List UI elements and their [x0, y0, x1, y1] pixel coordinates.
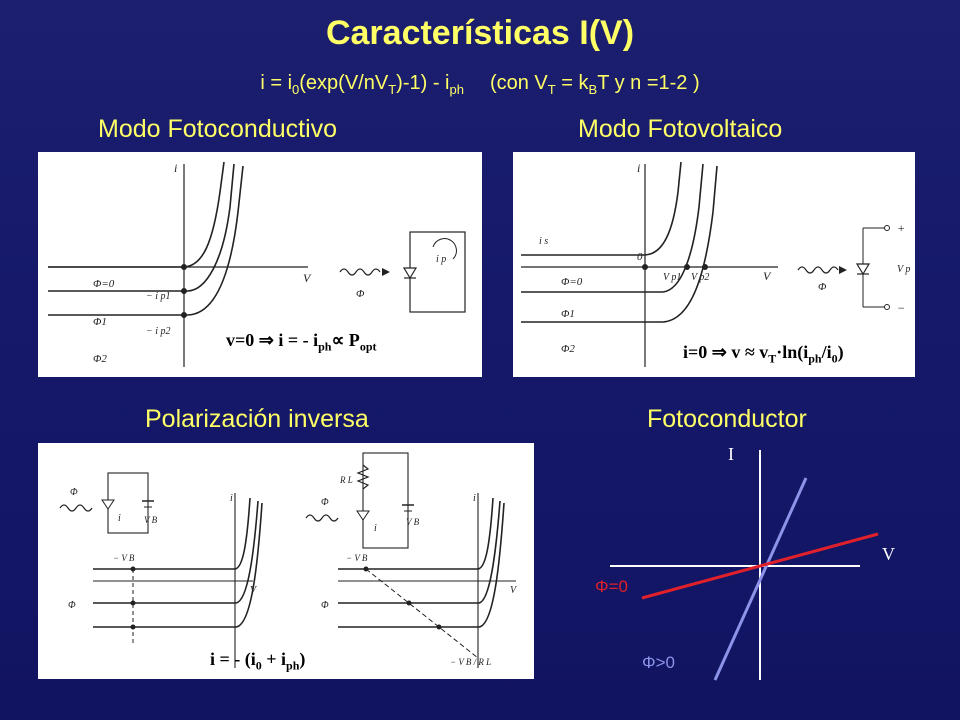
vb-label-right: V B — [406, 517, 420, 527]
phi0-label: Φ=0 — [595, 577, 628, 596]
curve-phi2 — [48, 165, 244, 316]
axis-v-left: V — [250, 585, 258, 596]
iv-formula: i = i0(exp(V/nVT)-1) - iph(con VT = kBT … — [260, 72, 700, 97]
dot-ip1 — [181, 288, 187, 294]
light-wave-icon — [339, 268, 381, 276]
label-modo-fotoconductivo: Modo Fotoconductivo — [98, 115, 338, 143]
phi-label-right: Φ — [321, 497, 329, 508]
plus-label: + — [897, 221, 905, 235]
label-polarizacion-inversa: Polarización inversa — [145, 405, 369, 433]
minus-vb-left: − V B — [113, 553, 135, 563]
axis-i-label: i — [637, 161, 640, 175]
panel-fotovoltaico: i V i s 0 Φ=0 Φ1 Φ2 V p1 V p2 Φ + V p − … — [513, 152, 915, 377]
light-wave-icon — [797, 266, 839, 274]
label-fotoconductor: Fotoconductor — [647, 405, 807, 433]
light-wave-icon — [305, 514, 339, 522]
phi-label: Φ — [356, 288, 365, 300]
phi1-label: Φ1 — [561, 308, 575, 320]
phi1-label: Φ1 — [93, 316, 107, 328]
arrow-icon — [839, 266, 847, 274]
curve-phi0 — [48, 161, 225, 268]
line-phi0 — [641, 532, 879, 600]
is-label: i s — [539, 236, 548, 247]
ip-label: i p — [436, 254, 446, 265]
fotoconductivo-diagram: i V Φ=0 Φ1 Φ2 − i p1 − i p2 Φ i p — [48, 161, 466, 367]
panel-fotoconductivo: i V Φ=0 Φ1 Φ2 − i p1 − i p2 Φ i p v=0 ⇒ … — [38, 152, 482, 377]
current-arrow-icon — [432, 238, 457, 260]
equation-polarizacion: i = - (i0 + iph) — [210, 649, 306, 673]
phi-pos-label: Φ>0 — [642, 653, 675, 672]
curve-phi2 — [521, 165, 718, 323]
vb-label-left: V B — [144, 515, 158, 525]
phi-label-graph-left: Φ — [68, 600, 76, 611]
axis-i-label: I — [728, 444, 734, 464]
fotoconductor-graph: I V Φ=0 Φ>0 — [595, 444, 895, 681]
axis-v-right: V — [510, 585, 518, 596]
rl-label: R L — [339, 475, 353, 485]
line-phi-pos — [713, 477, 808, 681]
dot-origin — [181, 264, 187, 270]
curve-phi0 — [521, 161, 682, 256]
axis-v-label: V — [303, 271, 312, 285]
phi-label: Φ — [818, 281, 827, 293]
resistor-icon — [356, 464, 370, 490]
phi0-label: Φ=0 — [561, 276, 583, 288]
phi-label-graph-right: Φ — [321, 600, 329, 611]
diode-icon — [855, 263, 871, 276]
phi-label-left: Φ — [70, 487, 78, 498]
vb-rl-label: − V B / R L — [450, 657, 491, 667]
curve-phi1 — [48, 163, 235, 292]
minus-label: − — [897, 301, 905, 315]
ip2-label: − i p2 — [146, 326, 171, 337]
diode-icon — [402, 267, 418, 280]
equation-fotoconductivo: v=0 ⇒ i = - iph∝ Popt — [226, 330, 377, 354]
fotovoltaico-diagram: i V i s 0 Φ=0 Φ1 Φ2 V p1 V p2 Φ + V p − — [521, 161, 910, 367]
axis-i-left: i — [230, 493, 233, 504]
phi2-label: Φ2 — [561, 343, 575, 355]
slide-title: Características I(V) — [325, 14, 635, 52]
phi0-label: Φ=0 — [93, 278, 115, 290]
ip1-label: − i p1 — [146, 291, 171, 302]
panel-polarizacion-inversa: Φ i V B − V B i V Φ Φ R L i V B — [38, 443, 534, 679]
circuit-right — [362, 452, 409, 549]
minus-vb-right: − V B — [346, 553, 368, 563]
arrow-icon — [382, 268, 390, 276]
i-label-left: i — [118, 513, 121, 524]
label-modo-fotovoltaico: Modo Fotovoltaico — [578, 115, 783, 143]
equation-fotovoltaico: i=0 ⇒ v ≈ vT·ln(iph/i0) — [683, 342, 844, 366]
i-label-right: i — [374, 523, 377, 534]
light-wave-icon — [59, 504, 93, 512]
dot-ip2 — [181, 312, 187, 318]
axis-v-label: V — [763, 269, 772, 283]
axis-i-label: i — [174, 161, 177, 175]
zero-label: 0 — [637, 251, 643, 263]
axis-v-label: V — [882, 544, 895, 564]
vp2-label: V p2 — [691, 272, 709, 283]
polarizacion-diagram: Φ i V B − V B i V Φ Φ R L i V B — [59, 452, 518, 668]
circuit-loop — [409, 231, 466, 313]
circuit-left — [107, 472, 149, 534]
vp-label: V p — [897, 264, 910, 275]
phi2-label: Φ2 — [93, 353, 107, 365]
axis-i-right: i — [473, 493, 476, 504]
vp1-label: V p1 — [663, 272, 681, 283]
